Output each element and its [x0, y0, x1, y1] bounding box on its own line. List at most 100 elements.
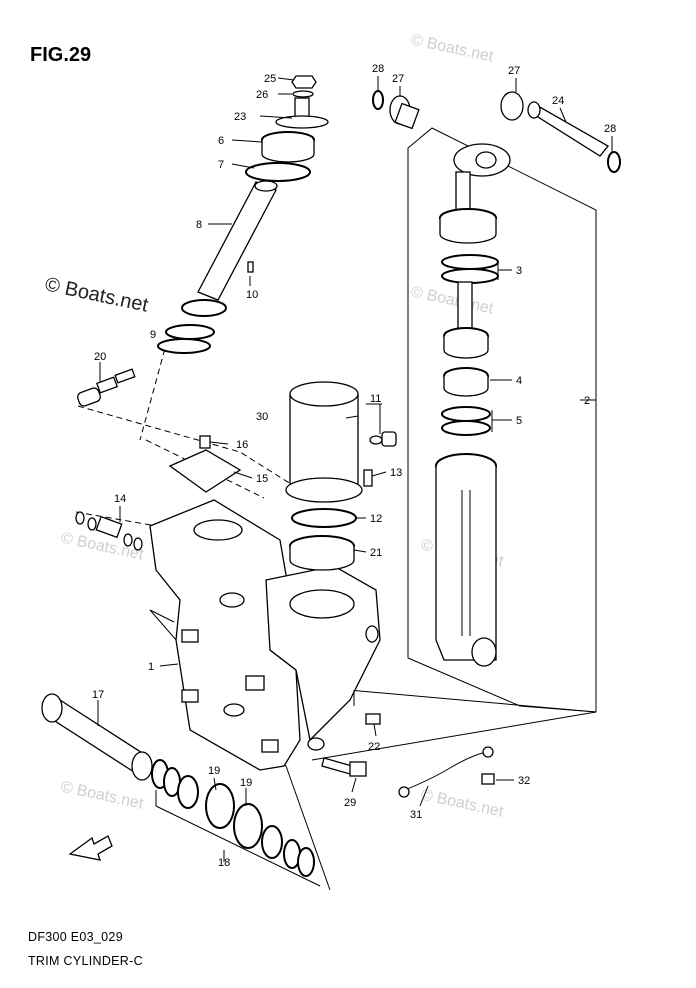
callout-24: 24 [552, 95, 564, 107]
callout-1: 1 [148, 661, 154, 673]
part-15-plate[interactable] [168, 449, 242, 493]
part-22-bolt[interactable] [365, 713, 381, 725]
model-code: DF300 E03_029 [28, 930, 123, 944]
part-16-screw[interactable] [199, 435, 211, 449]
part-31-terminal[interactable] [482, 746, 494, 758]
part-2-piston-body [439, 218, 497, 244]
part-8-tube[interactable] [197, 181, 277, 301]
part-23-flange[interactable] [275, 115, 329, 129]
part-18-ring[interactable] [297, 847, 315, 877]
part-10-pin[interactable] [247, 261, 254, 273]
part-5-ring[interactable] [441, 406, 491, 422]
leader-frame [347, 689, 597, 713]
part-28-circlip[interactable] [607, 151, 621, 173]
callout-18: 18 [218, 857, 230, 869]
part-29-bolt-head[interactable] [349, 761, 367, 777]
part-17-shaft-end[interactable] [131, 751, 153, 781]
part-2-piston-body [443, 336, 489, 359]
callout-22: 22 [368, 741, 380, 753]
part-29-bolt[interactable] [321, 757, 353, 775]
part-30-reservoir-base[interactable] [285, 477, 363, 503]
part-1-boss [181, 689, 199, 703]
part-17-shaft-end[interactable] [41, 693, 63, 723]
callout-27a: 27 [392, 73, 404, 85]
callout-23: 23 [234, 111, 246, 123]
part-4-seal-body[interactable] [443, 376, 489, 397]
part-5-ring[interactable] [441, 420, 491, 436]
callout-21: 21 [370, 547, 382, 559]
part-21-filter-body[interactable] [289, 546, 355, 571]
callout-27b: 27 [508, 65, 520, 77]
part-31-terminal[interactable] [398, 786, 410, 798]
part-12-oring[interactable] [291, 508, 357, 528]
part-19-washer[interactable] [233, 803, 263, 849]
part-2-cylinder [435, 466, 497, 661]
callout-12: 12 [370, 513, 382, 525]
part-9-fitting[interactable] [181, 299, 227, 317]
part-11-plug[interactable] [381, 431, 397, 447]
part-25-nut[interactable] [291, 75, 317, 89]
part-24-shaft[interactable] [528, 105, 609, 157]
part-14-ring[interactable] [133, 537, 143, 551]
callout-9: 9 [150, 329, 156, 341]
part-1-boss [261, 739, 279, 753]
callout-19a: 19 [208, 765, 220, 777]
part-14-body[interactable] [95, 515, 123, 539]
callout-17: 17 [92, 689, 104, 701]
callout-5: 5 [516, 415, 522, 427]
callout-20: 20 [94, 351, 106, 363]
part-7-oring[interactable] [245, 162, 311, 182]
part-30-reservoir-top[interactable] [289, 381, 359, 407]
part-28-circlip[interactable] [372, 90, 384, 110]
part-1-boss [307, 737, 325, 751]
part-27-bushing[interactable] [500, 91, 524, 121]
part-1-boss [181, 629, 199, 643]
leader-18 [155, 805, 321, 887]
callout-28b: 28 [604, 123, 616, 135]
part-9-ring[interactable] [165, 324, 215, 340]
part-26-washer[interactable] [292, 90, 314, 98]
part-24-shaft-end[interactable] [527, 101, 541, 119]
part-11-oring[interactable] [369, 435, 383, 445]
part-3-ring[interactable] [441, 268, 499, 284]
callout-29: 29 [344, 797, 356, 809]
figure-title: FIG.29 [30, 44, 92, 66]
callout-16: 16 [236, 439, 248, 451]
callout-14: 14 [114, 493, 126, 505]
callout-32: 32 [518, 775, 530, 787]
callout-2: 2 [584, 395, 590, 407]
part-1-boss [245, 675, 265, 691]
part-27-bushing-body[interactable] [394, 102, 420, 130]
part-18-ring[interactable] [261, 825, 283, 859]
callout-30: 30 [256, 411, 268, 423]
callout-15: 15 [256, 473, 268, 485]
part-19-washer[interactable] [205, 783, 235, 829]
part-20-valve-tip[interactable] [114, 368, 136, 384]
part-3-ring[interactable] [441, 254, 499, 270]
part-20-valve[interactable] [76, 387, 101, 408]
part-32-screw[interactable] [481, 773, 495, 785]
callout-10: 10 [246, 289, 258, 301]
figure-name: TRIM CYLINDER-C [28, 954, 143, 968]
part-9-ring[interactable] [157, 338, 211, 354]
part-8-tube-end[interactable] [254, 180, 278, 192]
part-31-wire[interactable] [399, 751, 487, 793]
part-2-rod [457, 281, 473, 333]
part-13-bolt[interactable] [363, 469, 373, 487]
dashed-leader [75, 511, 169, 529]
part-14-spring[interactable] [75, 511, 85, 525]
callout-26: 26 [256, 89, 268, 101]
dashed-leader [139, 329, 171, 441]
part-14-spring[interactable] [87, 517, 97, 531]
callout-leaders [97, 76, 613, 862]
part-18-ring[interactable] [177, 775, 199, 809]
callout-7: 7 [218, 159, 224, 171]
part-20-valve-body[interactable] [95, 376, 119, 394]
part-14-ring[interactable] [123, 533, 133, 547]
part-23-stem[interactable] [294, 97, 310, 119]
part-1-bore[interactable] [289, 589, 355, 619]
dashed-leader [77, 405, 311, 497]
part-6-cap-body[interactable] [261, 140, 315, 163]
